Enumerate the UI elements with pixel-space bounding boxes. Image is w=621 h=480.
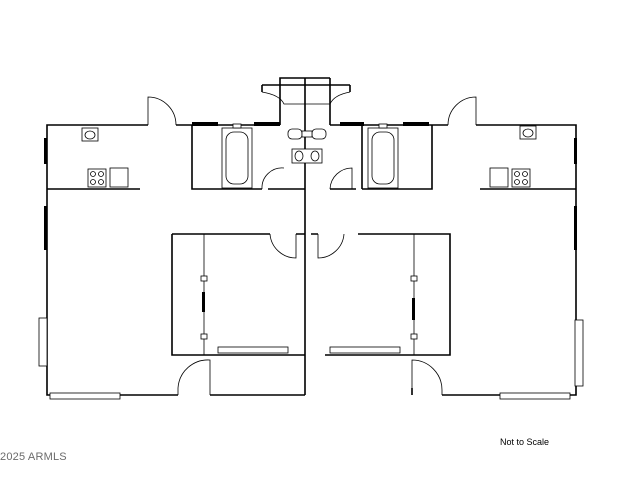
scale-note: Not to Scale bbox=[500, 437, 550, 447]
left-window-7 bbox=[254, 122, 280, 126]
refrigerator-icon bbox=[109, 167, 129, 188]
left-unit bbox=[38, 77, 306, 400]
right-window-7 bbox=[403, 122, 429, 126]
vanity-sink-icon bbox=[291, 148, 323, 164]
left-window-6 bbox=[192, 122, 218, 126]
left-closet-door bbox=[202, 292, 205, 312]
sink-icon bbox=[81, 127, 99, 142]
center-top-wall bbox=[261, 84, 351, 92]
right-bath-door bbox=[329, 167, 353, 190]
left-window-4 bbox=[49, 392, 121, 400]
right-closet-hinge-bottom bbox=[410, 333, 418, 340]
right-window-2 bbox=[574, 206, 577, 250]
toilet-icon bbox=[287, 128, 327, 140]
bathtub-icon bbox=[367, 123, 399, 189]
center-core bbox=[261, 77, 351, 164]
right-window-5 bbox=[329, 346, 401, 354]
left-bath-walls bbox=[191, 125, 305, 190]
left-front-door bbox=[177, 359, 211, 395]
right-bedroom-walls bbox=[311, 233, 451, 356]
left-closet-hinge-bottom bbox=[200, 333, 208, 340]
left-window-2 bbox=[44, 206, 47, 250]
bathtub-icon bbox=[221, 123, 253, 189]
right-closet-hinge-top bbox=[410, 275, 418, 282]
refrigerator-icon bbox=[489, 167, 509, 188]
stove-icon bbox=[511, 168, 531, 188]
right-bedroom-door bbox=[317, 233, 345, 259]
right-window-3 bbox=[574, 319, 584, 387]
right-closet-door bbox=[412, 298, 415, 320]
left-window-5 bbox=[217, 346, 289, 354]
left-bath-door bbox=[261, 167, 285, 190]
right-entry-door bbox=[447, 96, 477, 126]
right-unit bbox=[311, 96, 584, 400]
left-window-3 bbox=[38, 317, 48, 367]
right-window-1 bbox=[574, 138, 577, 164]
left-bedroom-door bbox=[269, 233, 297, 259]
left-window-1 bbox=[44, 138, 47, 164]
right-window-6 bbox=[340, 122, 364, 126]
left-entry-door bbox=[147, 96, 177, 126]
center-right-wall bbox=[305, 77, 331, 125]
sink-icon bbox=[519, 125, 537, 140]
left-bedroom-walls bbox=[171, 78, 306, 356]
right-front-door bbox=[411, 359, 443, 395]
right-window-4 bbox=[499, 392, 571, 400]
copyright-watermark: 2025 ARMLS bbox=[0, 451, 67, 463]
stove-icon bbox=[87, 168, 107, 188]
left-closet-hinge-top bbox=[200, 275, 208, 282]
center-alcove bbox=[261, 91, 351, 105]
